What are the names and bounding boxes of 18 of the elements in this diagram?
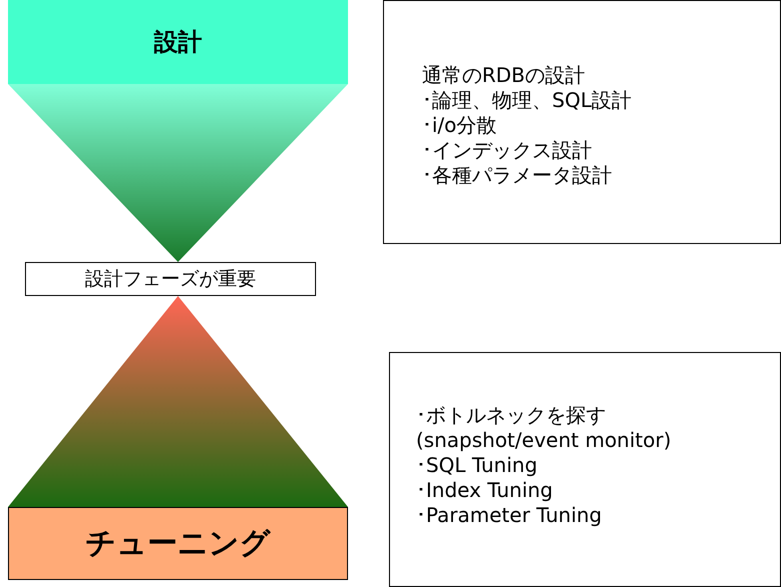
list-item: ･インデックス設計 [422,138,593,163]
title-band [8,0,348,84]
list-item: 通常のRDBの設計 [422,63,586,88]
list-item: ･論理、物理、SQL設計 [422,88,633,113]
text-box [383,0,781,244]
list-item: ･SQL Tuning [416,453,538,478]
list-item: ･各種パラメータ設計 [422,163,613,188]
title-band [8,507,348,580]
heading-text: チューニング [86,525,270,563]
list-item: ･Index Tuning [416,478,554,503]
list-item: (snapshot/event monitor) [416,428,672,453]
list-item: ･i/o分散 [422,113,498,138]
list-item: ･Parameter Tuning [416,503,603,528]
heading-text: 設計フェーズが重要 [85,267,256,292]
list-item: ･ボトルネックを探す [416,403,607,428]
heading-text: 設計 [154,27,202,58]
label-box [25,262,316,296]
text-box [389,352,781,587]
